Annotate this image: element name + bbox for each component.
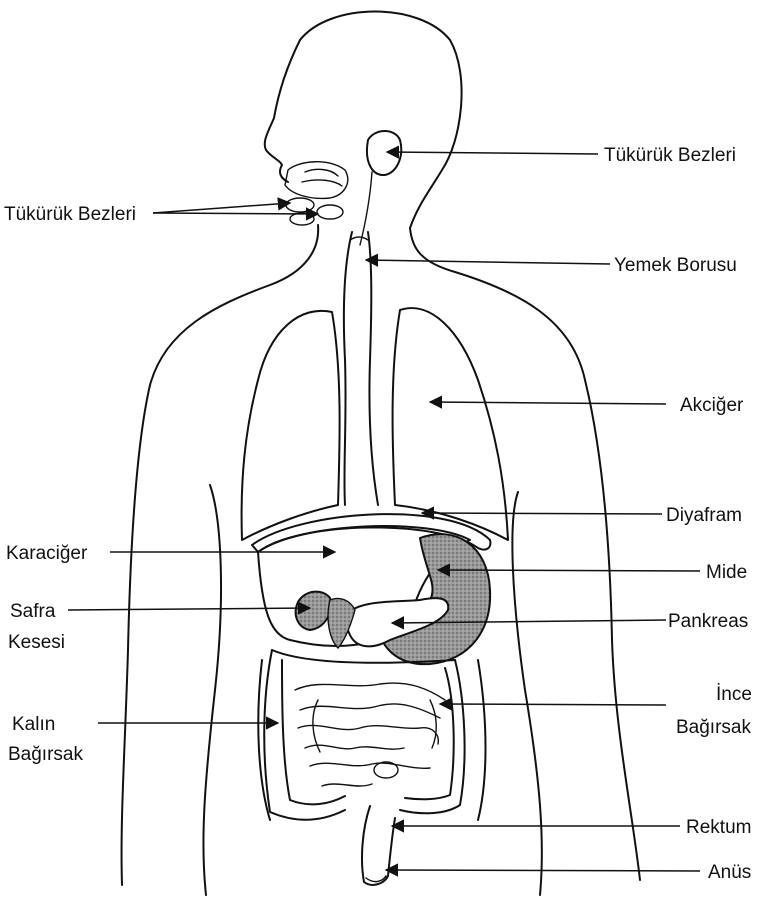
mouth-region [285,131,401,245]
pancreas-duct-region [328,598,355,648]
leader-safra [68,608,310,610]
label-tukuruk-bezleri-left: Tükürük Bezleri [4,204,136,225]
label-ince: İnce [716,684,752,705]
label-kalin-bagirsak: Bağırsak [8,744,83,765]
parotid-gland [367,131,401,175]
lungs [242,308,508,540]
label-kesesi: Kesesi [8,632,65,653]
label-yemek-borusu: Yemek Borusu [614,255,737,276]
right-lung [393,308,508,540]
leader-ince [440,704,666,705]
label-mide: Mide [706,562,747,583]
label-karaciger: Karaciğer [6,543,88,564]
label-safra: Safra [10,601,56,622]
left-arm-inner [203,485,221,895]
head-outline [300,12,640,881]
leader-tukuruk-left-2 [153,213,318,214]
leader-diyafram [422,513,662,514]
leader-yemek-borusu [366,260,610,264]
hip-right [478,660,486,820]
leader-tukuruk-left-1 [153,203,290,213]
face-profile [265,40,300,182]
label-akciger: Akciğer [680,395,744,416]
leader-akciger [430,402,666,404]
label-ince-bagirsak: Bağırsak [676,717,751,738]
leader-tukuruk-right [387,152,598,154]
small-intestine [295,683,445,786]
right-arm-inner [512,492,541,895]
leader-anus [386,870,700,871]
rectum [362,806,395,885]
label-tukuruk-bezleri-right: Tükürük Bezleri [604,145,736,166]
label-anus: Anüs [708,862,751,883]
esophagus [344,232,378,505]
label-pankreas: Pankreas [668,611,748,632]
gall-bladder [296,592,331,630]
large-intestine [264,650,464,820]
label-rektum: Rektum [686,817,751,838]
leader-mide [438,570,700,571]
label-kalin: Kalın [12,714,55,735]
label-diyafram: Diyafram [666,505,742,526]
left-lung [242,311,340,540]
